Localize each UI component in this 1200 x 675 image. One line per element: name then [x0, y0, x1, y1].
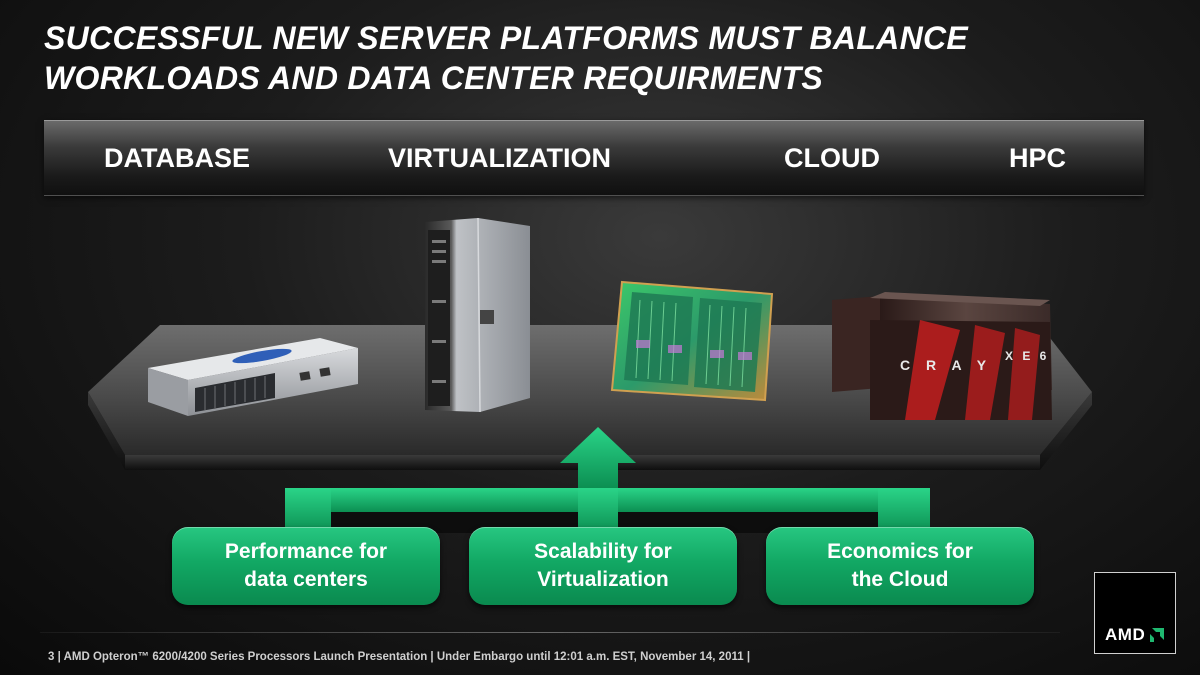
workload-label-hpc: HPC	[1009, 143, 1067, 173]
amd-arrow-icon	[1150, 628, 1164, 642]
workload-label-database: DATABASE	[104, 143, 250, 173]
footer-text: 3 | AMD Opteron™ 6200/4200 Series Proces…	[48, 651, 751, 663]
benefit-performance-line-1: Performance for	[224, 540, 388, 563]
supercomputer-image: C R A Y X E 6	[832, 292, 1052, 420]
benefit-performance-line-2: data centers	[244, 568, 368, 591]
benefit-economics-line-1: Economics for	[827, 540, 973, 563]
blade-server-image	[425, 217, 530, 413]
amd-logo-text: AMD	[1105, 625, 1146, 644]
workload-bar: DATABASE VIRTUALIZATION CLOUD HPC	[44, 120, 1144, 196]
amd-logo: AMD	[1094, 572, 1176, 654]
slide-title-line-2: WORKLOADS AND DATA CENTER REQUIRMENTS	[44, 60, 824, 96]
benefit-scalability: Scalability for Virtualization	[469, 527, 737, 605]
footer-divider	[40, 632, 1060, 633]
processor-die-image	[610, 280, 774, 402]
slide-title-line-1: SUCCESSFUL NEW SERVER PLATFORMS MUST BAL…	[44, 20, 969, 56]
benefit-scalability-line-1: Scalability for	[534, 540, 672, 563]
workload-label-cloud: CLOUD	[784, 143, 880, 173]
benefit-performance: Performance for data centers	[172, 527, 440, 605]
benefit-economics: Economics for the Cloud	[766, 527, 1034, 605]
rack-server-image	[148, 338, 358, 416]
workload-label-virtualization: VIRTUALIZATION	[388, 143, 611, 173]
slide-title: SUCCESSFUL NEW SERVER PLATFORMS MUST BAL…	[44, 18, 1044, 98]
cray-model-label: X E 6	[1005, 349, 1049, 363]
cray-brand-label: C R A Y	[900, 357, 992, 373]
benefit-economics-line-2: the Cloud	[851, 568, 949, 591]
benefit-scalability-line-2: Virtualization	[537, 568, 669, 591]
